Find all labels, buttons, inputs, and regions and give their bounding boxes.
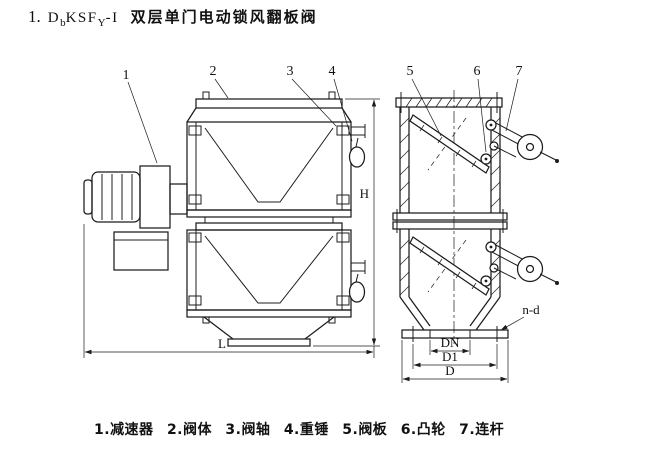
dimension-l-label: L <box>218 336 226 351</box>
bolt-holes-label: n-d <box>522 302 540 317</box>
callout-4-label: 4 <box>329 64 336 79</box>
callout-bolt-holes: n-d <box>500 302 540 331</box>
legend-item-2-num: 2. <box>166 422 183 438</box>
dimension-d1-label: D1 <box>442 349 458 364</box>
callout-5: 5 <box>407 64 442 137</box>
figure-index: 1. <box>28 7 41 26</box>
legend-item-4: 4.重锤 <box>284 422 329 438</box>
dimension-dn: DN <box>429 335 471 355</box>
legend-item-2: 2.阀体 <box>167 422 212 438</box>
legend-item-4-name: 重锤 <box>299 422 329 438</box>
callout-4: 4 <box>329 64 353 142</box>
legend-item-7-num: 7. <box>459 422 476 438</box>
section-body <box>392 92 509 342</box>
callout-2-label: 2 <box>210 64 217 79</box>
callout-7: 7 <box>505 64 523 132</box>
callout-2: 2 <box>210 64 229 99</box>
legend-item-5: 5.阀板 <box>342 422 387 438</box>
callout-3: 3 <box>287 64 337 127</box>
left-view: 1 2 3 4 H L <box>83 64 380 358</box>
callout-6: 6 <box>474 64 487 153</box>
legend-item-1-name: 减速器 <box>110 422 154 438</box>
legend-item-3-num: 3. <box>225 422 242 438</box>
callout-3-label: 3 <box>287 64 294 79</box>
flap-plate-lower <box>409 236 490 296</box>
dimension-length: L <box>83 224 375 358</box>
callout-6-label: 6 <box>474 64 481 79</box>
legend-item-1-num: 1. <box>94 422 111 438</box>
legend-item-2-name: 阀体 <box>183 422 212 438</box>
model-code: DbKSFY-I <box>47 10 119 29</box>
dimension-d-label: D <box>445 363 454 378</box>
legend-item-3: 3.阀轴 <box>225 422 270 438</box>
model-sub2: Y <box>97 17 106 29</box>
cam-linkage-lower <box>480 241 559 287</box>
dimension-height: H <box>313 98 380 347</box>
model-base2: KSF <box>65 10 98 26</box>
model-suffix: -I <box>105 10 119 26</box>
legend-item-5-name: 阀板 <box>358 422 388 438</box>
legend-item-6-num: 6. <box>400 422 417 438</box>
figure-title: 1. DbKSFY-I 双层单门电动锁风翻板阀 <box>28 6 318 29</box>
cam-linkage-upper <box>480 119 559 165</box>
counterweight-upper <box>348 137 366 168</box>
legend-item-7: 7.连杆 <box>459 422 504 438</box>
dimension-h-label: H <box>360 186 369 201</box>
callout-7-label: 7 <box>516 64 523 79</box>
flap-plate-upper <box>409 114 490 174</box>
figure-name: 双层单门电动锁风翻板阀 <box>130 8 318 26</box>
model-base1: D <box>47 10 61 26</box>
counterweight-lower <box>348 273 366 303</box>
callout-1-label: 1 <box>123 68 130 83</box>
right-view: 5 6 7 n-d DN D1 <box>392 64 559 383</box>
legend-item-6-name: 凸轮 <box>416 422 446 438</box>
valve-shaft-ends <box>351 124 366 274</box>
callout-1: 1 <box>123 68 158 164</box>
dimension-dn-label: DN <box>441 335 460 350</box>
dimension-d: D <box>401 340 509 383</box>
legend-item-5-num: 5. <box>342 422 359 438</box>
legend-item-1: 1.减速器 <box>94 422 154 438</box>
legend-item-3-name: 阀轴 <box>241 422 271 438</box>
parts-legend: 1.减速器 2.阀体 3.阀轴 4.重锤 5.阀板 6.凸轮 7.连杆 <box>94 419 512 439</box>
legend-item-6: 6.凸轮 <box>401 422 446 438</box>
motor-reducer <box>83 165 188 271</box>
callout-5-label: 5 <box>407 64 414 79</box>
legend-item-7-name: 连杆 <box>475 422 505 438</box>
dimension-d1: D1 <box>412 344 498 369</box>
valve-body-front <box>186 91 352 347</box>
legend-item-4-num: 4. <box>283 422 300 438</box>
model-sub1: b <box>60 17 66 29</box>
